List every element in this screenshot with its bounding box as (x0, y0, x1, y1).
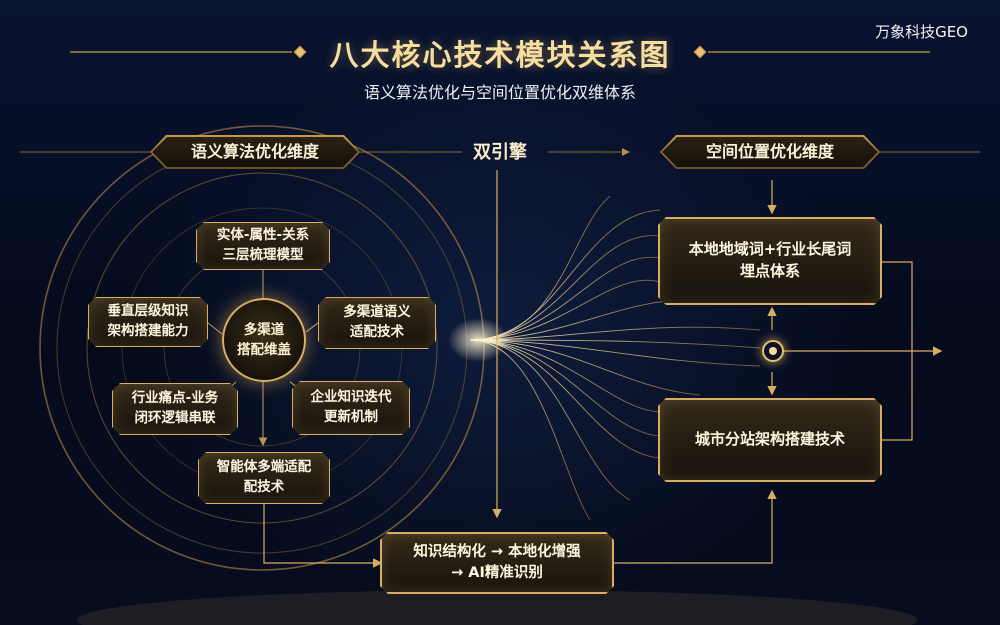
hub-line: 多渠道 (243, 321, 285, 338)
module-industry-painpoint: 行业痛点-业务闭环逻辑串联 (112, 383, 238, 435)
title-ornament (70, 45, 930, 59)
result-knowledge-structuring: 知识结构化 → 本地化增强→ AI精准识别 (380, 532, 614, 594)
semantic-dimension-label: 语义算法优化维度 (150, 135, 360, 169)
brand-logo-text: 万象科技GEO (875, 23, 968, 41)
spatial-dimension-label: 空间位置优化维度 (660, 135, 880, 169)
module-agent-multiterminal: 智能体多端适配配技术 (198, 452, 330, 504)
hub-line: 搭配维盖 (237, 342, 291, 358)
convergence-node (762, 340, 784, 362)
module-local-keyword-tracking: 本地地域词+行业长尾词埋点体系 (658, 217, 882, 305)
right-connectors (263, 180, 943, 568)
floor-glow (77, 590, 917, 625)
semantic-hub: 多渠道 搭配维盖 (222, 298, 306, 382)
page-subtitle: 语义算法优化与空间位置优化双维体系 (363, 83, 636, 102)
module-vertical-knowledge: 垂直层级知识架构搭建能力 (88, 297, 208, 347)
dual-engine-label: 双引擎 (473, 142, 527, 163)
module-entity-attribute-relation: 实体-属性-关系三层梳理模型 (196, 222, 330, 270)
module-multichannel-semantic: 多渠道语义适配技术 (318, 297, 436, 349)
page-title: 八大核心技术模块关系图 (329, 38, 671, 72)
module-knowledge-iteration: 企业知识迭代更新机制 (292, 381, 410, 435)
light-burst (448, 318, 508, 362)
module-city-substation: 城市分站架构搭建技术 (658, 398, 882, 482)
